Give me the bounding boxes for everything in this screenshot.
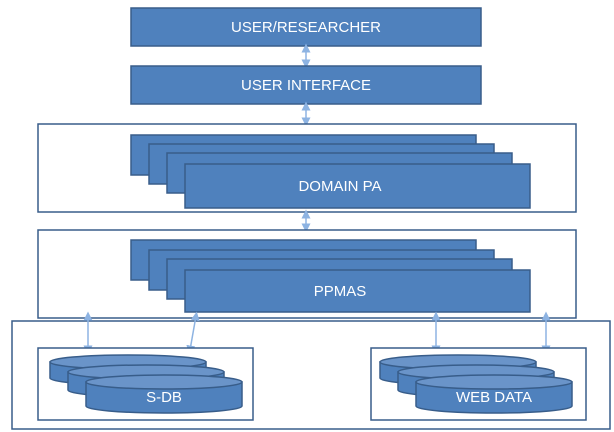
ppmas-frame: PPMAS: [37, 229, 577, 319]
web-data-label: WEB DATA: [456, 389, 532, 406]
domain-pa-frame: DOMAIN PA: [37, 123, 577, 213]
user-interface-node: USER INTERFACE: [130, 65, 482, 105]
user-researcher-label: USER/RESEARCHER: [231, 19, 381, 36]
user-researcher-node: USER/RESEARCHER: [130, 7, 482, 47]
user-researcher-box: [130, 7, 482, 47]
ppmas-stack-layer-4: [184, 269, 531, 313]
user-interface-box: [130, 65, 482, 105]
web-data-cylinder-3: [415, 374, 573, 414]
sdb-label: S-DB: [146, 389, 182, 406]
web-data-group: WEB DATA: [370, 347, 587, 421]
sdb-cylinder-3: [85, 374, 243, 414]
sdb-group: S-DB: [37, 347, 254, 421]
user-interface-label: USER INTERFACE: [241, 77, 371, 94]
ppmas-label: PPMAS: [314, 283, 367, 300]
arrow-ppmas-sdb-right: [186, 311, 200, 355]
domain-pa-label: DOMAIN PA: [298, 178, 381, 195]
domain-pa-stack-layer-4: [184, 163, 531, 209]
